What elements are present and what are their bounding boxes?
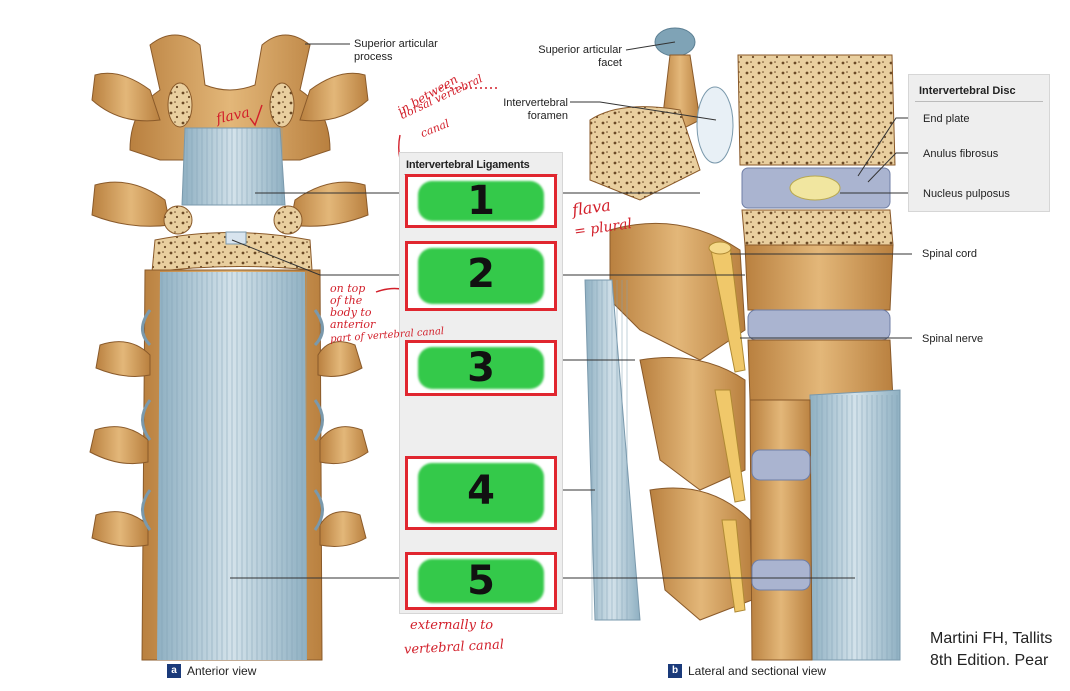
intervertebral-disc-panel: Intervertebral Disc End plate Anulus fib… [908,74,1050,212]
ligament-number: 2 [467,251,495,297]
citation-line1: Martini FH, Tallits [930,630,1053,647]
ligament-number: 3 [467,345,495,391]
ligament-box-2: 2 [405,241,557,311]
ligament-box-5: 5 [405,552,557,610]
ligament-number: 4 [467,468,495,514]
disc-panel-divider [915,101,1043,102]
citation-line2: 8th Edition. Pear [930,652,1049,669]
note-on-top-1: on top [330,282,366,295]
citation: Martini FH, Tallits 8th Edition. Pear [930,628,1052,672]
green-highlight [418,559,544,603]
view-tag-b: b [668,664,682,678]
view-label-lateral-text: Lateral and sectional view [688,664,827,678]
disc-item-anulus-fibrosus: Anulus fibrosus [923,148,999,160]
disc-item-nucleus-pulposus: Nucleus pulposus [923,188,1010,200]
ligament-number: 5 [467,558,495,604]
label-superior-articular-facet: Superior articular facet [538,44,622,69]
leader-lines [230,41,912,579]
ligament-box-3: 3 [405,340,557,396]
lateral-view-art [584,27,901,661]
label-spinal-nerve: Spinal nerve [922,333,984,345]
note-on-top-3: body to [330,306,372,319]
ligament-box-1: 1 [405,174,557,228]
green-highlight [418,181,544,221]
disc-item-end-plate: End plate [923,113,970,125]
ligaments-panel-title: Intervertebral Ligaments [406,159,530,171]
green-highlight [418,248,544,304]
view-label-anterior: a Anterior view [167,664,256,678]
anterior-view-art [89,34,369,661]
ligament-box-4: 4 [405,456,557,530]
label-superior-articular-process-line1: Superior articular process [354,38,438,63]
view-label-lateral: b Lateral and sectional view [668,664,826,678]
green-highlight [418,347,544,389]
green-highlight [418,463,544,523]
disc-panel-title: Intervertebral Disc [919,85,1016,97]
label-intervertebral-foramen: Intervertebral foramen [503,97,568,122]
note-on-top-4: anterior [330,318,376,331]
view-label-anterior-text: Anterior view [187,664,257,678]
ligament-number: 1 [467,178,495,224]
note-external-1: externally to [410,618,494,633]
label-superior-articular-process: Superior articular process [354,38,450,64]
note-on-top-2: of the [330,294,363,307]
label-spinal-cord: Spinal cord [922,248,978,260]
view-tag-a: a [167,664,181,678]
